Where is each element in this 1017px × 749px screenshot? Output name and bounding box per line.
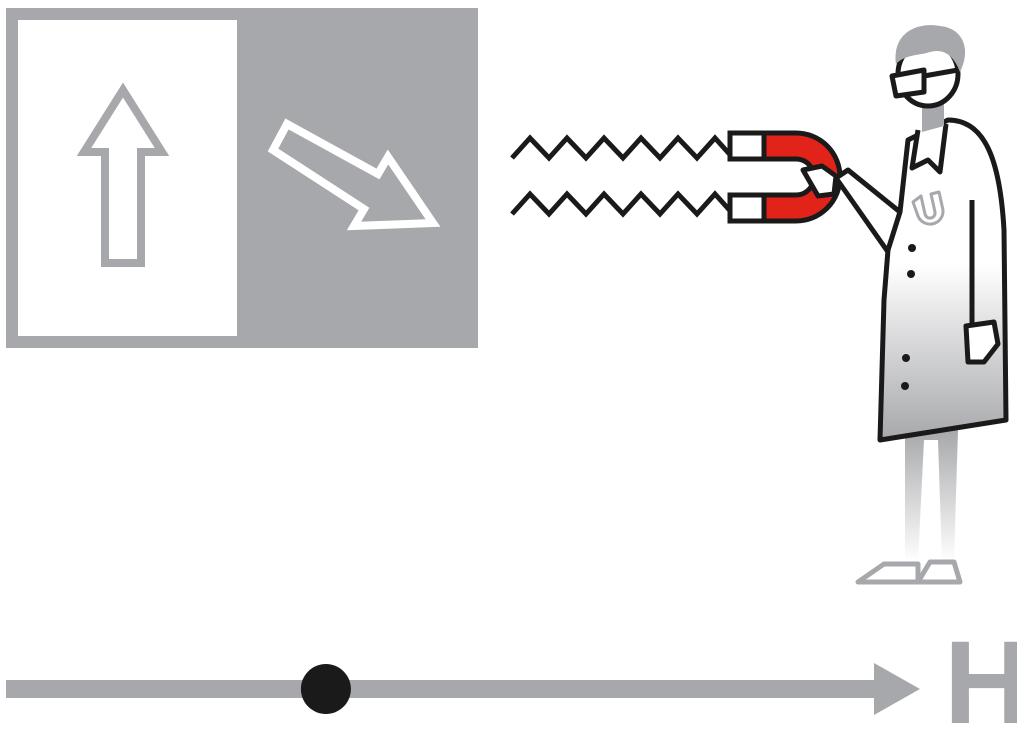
field-marker (301, 664, 351, 714)
coat-button-2 (907, 270, 915, 278)
coat-button-4 (901, 382, 909, 390)
field-wave-top (512, 138, 733, 158)
goggles (892, 70, 924, 96)
field-axis-label: H (944, 630, 1017, 736)
coat-button-3 (902, 354, 910, 362)
scientist-figure (836, 25, 1006, 582)
magnetic-field-waves (512, 138, 733, 214)
scientist-shoes (858, 562, 960, 582)
field-axis (6, 663, 920, 715)
left-domain (18, 20, 237, 336)
domain-box (6, 8, 478, 348)
coat-button-1 (908, 244, 916, 252)
right-domain (237, 20, 466, 336)
axis-arrowhead (874, 663, 920, 715)
magnet-pole-top (730, 133, 764, 159)
magnet-pole-bottom (730, 195, 764, 221)
field-wave-bottom (512, 194, 733, 214)
scientist-legs (905, 430, 958, 562)
horseshoe-magnet (730, 133, 840, 221)
